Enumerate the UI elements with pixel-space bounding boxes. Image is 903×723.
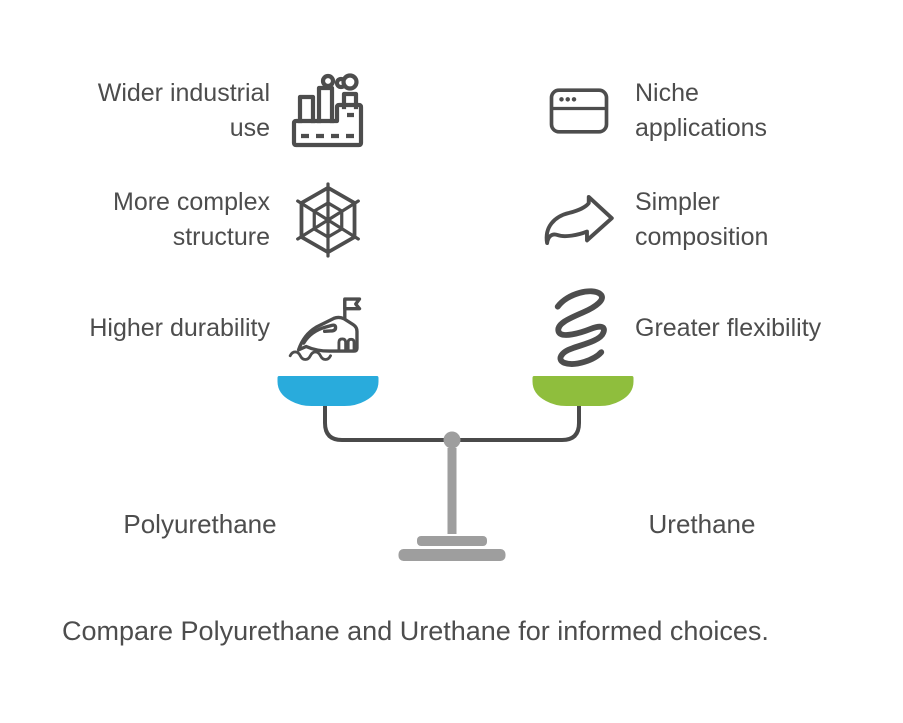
feature-item: Wider industrial use bbox=[40, 64, 370, 158]
right-side-label: Urethane bbox=[648, 509, 756, 539]
caption: Compare Polyurethane and Urethane for in… bbox=[62, 616, 769, 646]
curved-arrow-icon bbox=[540, 190, 618, 250]
feature-item: Higher durability bbox=[40, 281, 370, 375]
left-side-label: Polyurethane bbox=[123, 509, 277, 539]
feature-label: Higher durability bbox=[89, 313, 270, 342]
right-pan bbox=[528, 376, 634, 406]
scale-pivot bbox=[443, 431, 461, 449]
spring-icon bbox=[540, 285, 618, 371]
feature-item: More complex structure bbox=[40, 173, 370, 267]
feature-item: Niche applications bbox=[540, 64, 885, 158]
balance-scale bbox=[273, 376, 634, 561]
ship-icon bbox=[286, 286, 370, 370]
factory-icon bbox=[286, 73, 370, 149]
feature-label: More complex structure bbox=[113, 188, 270, 251]
feature-label: Simpler composition bbox=[635, 188, 769, 251]
feature-item: Greater flexibility bbox=[540, 281, 885, 375]
spider-web-icon bbox=[286, 181, 370, 259]
feature-label: Greater flexibility bbox=[635, 313, 822, 342]
feature-label: Wider industrial use bbox=[97, 79, 270, 142]
feature-item: Simpler composition bbox=[540, 173, 885, 267]
scale-stand bbox=[398, 448, 506, 561]
browser-card-icon bbox=[540, 86, 618, 136]
left-pan bbox=[273, 376, 379, 406]
feature-label: Niche applications bbox=[635, 79, 768, 142]
